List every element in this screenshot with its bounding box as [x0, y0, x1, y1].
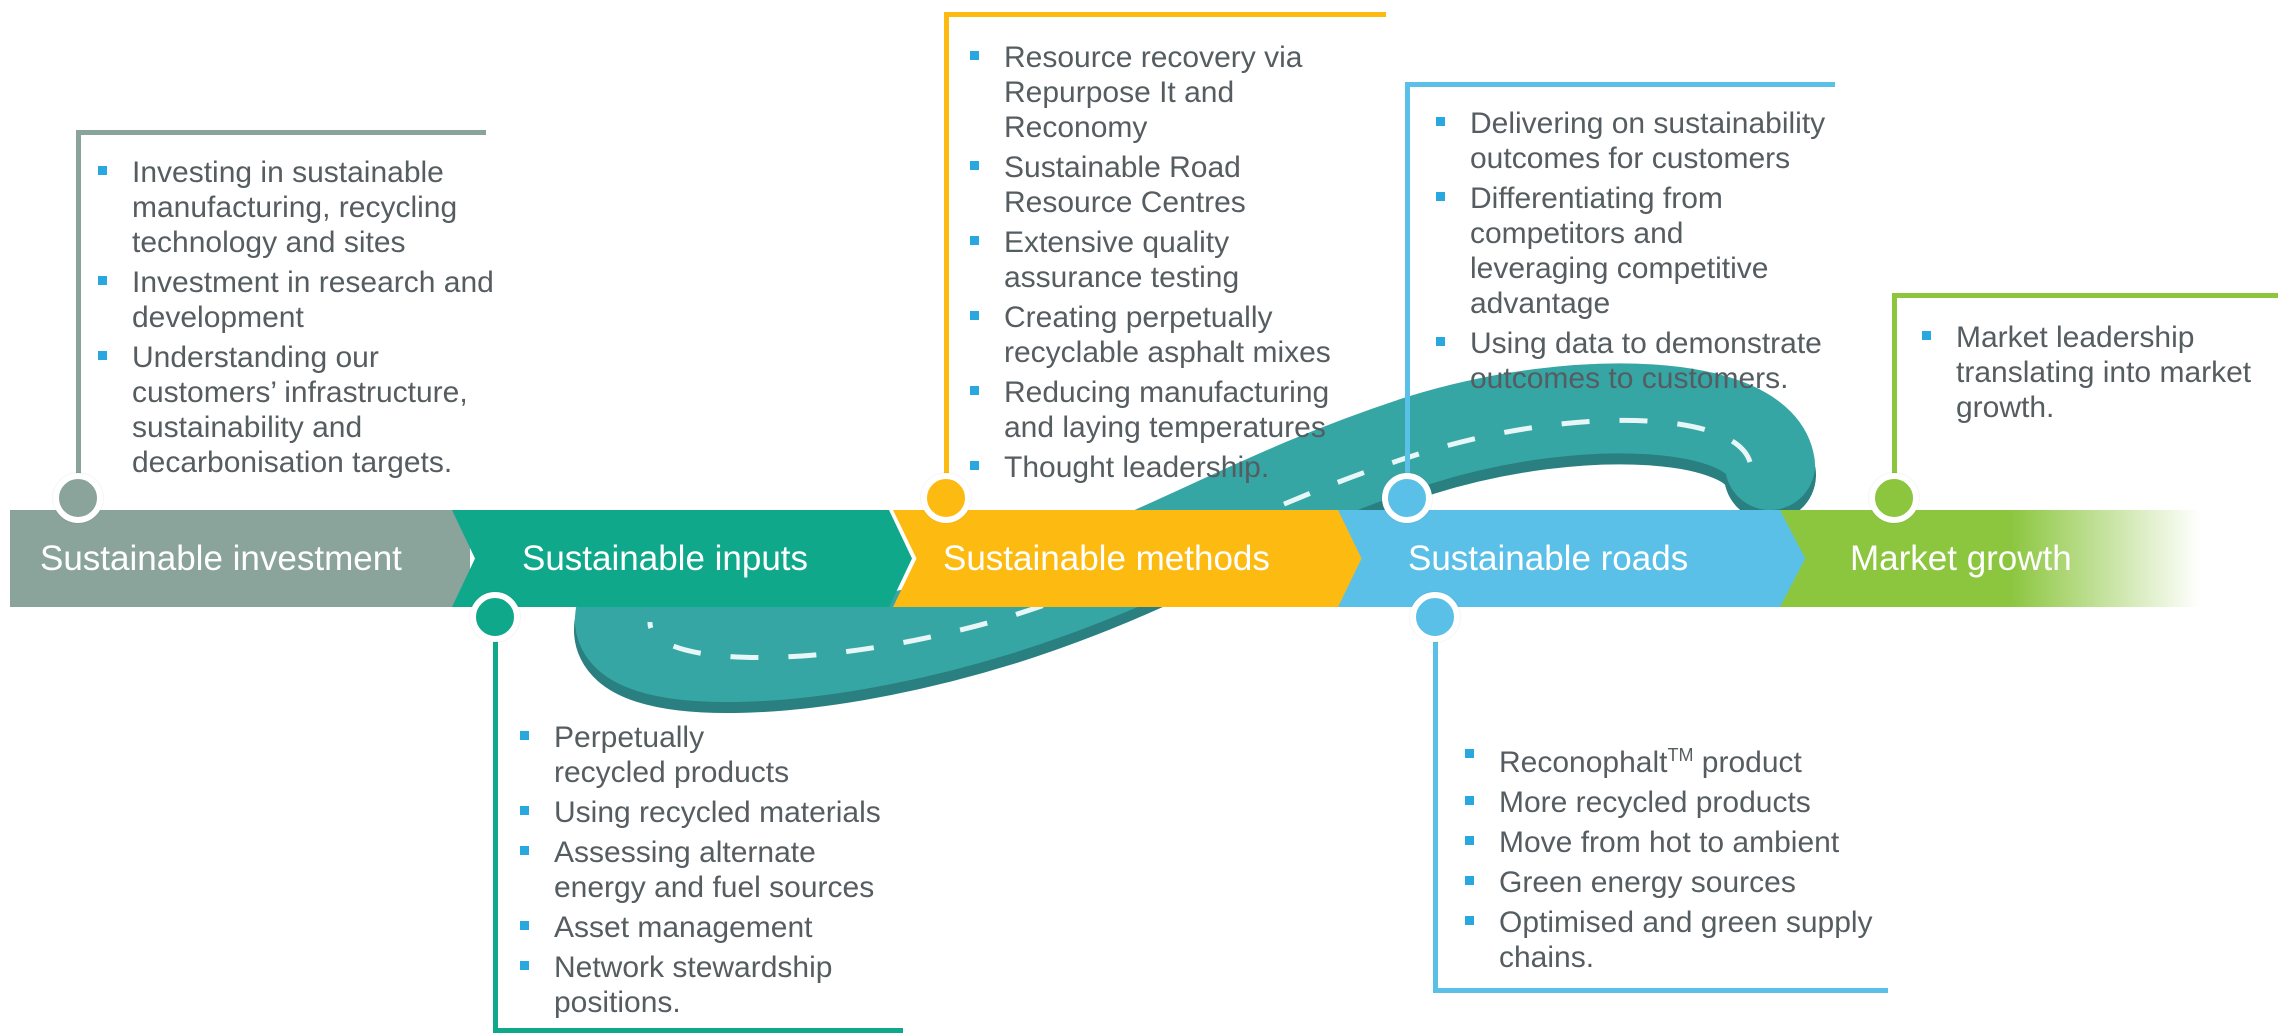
list-item: Sustainable Road Resource Centres	[970, 150, 1370, 220]
list-item: Understanding our customers’ infrastruct…	[98, 340, 498, 480]
node-dot-inputs	[470, 592, 520, 642]
list-item: More recycled products	[1465, 785, 1905, 820]
stage-band-growth	[1780, 510, 2200, 607]
bullet-square-icon	[98, 351, 107, 360]
bullet-square-icon	[1436, 337, 1445, 346]
list-item: Investment in research and development	[98, 265, 498, 335]
bullet-square-icon	[1436, 192, 1445, 201]
bullet-square-icon	[970, 311, 979, 320]
stage-label-growth: Market growth	[1850, 539, 2072, 578]
connector-growth	[1892, 293, 1897, 490]
node-dot-roads-top	[1382, 473, 1432, 523]
bullet-square-icon	[970, 461, 979, 470]
list-item: Perpetually recycled products	[520, 720, 910, 790]
list-item: Delivering on sustainability outcomes fo…	[1436, 106, 1856, 176]
node-dot-roads-bottom	[1410, 592, 1460, 642]
list-item: Using recycled materials	[520, 795, 910, 830]
bullet-square-icon	[970, 161, 979, 170]
stage-label-roads: Sustainable roads	[1408, 539, 1689, 578]
connector-inputs-bottom	[493, 1028, 903, 1033]
list-item: Resource recovery via Repurpose It and R…	[970, 40, 1370, 145]
connector-roads-top	[1405, 82, 1410, 490]
connector-growth-top	[1892, 293, 2278, 298]
stage-band-investment	[10, 510, 470, 607]
bullet-square-icon	[970, 386, 979, 395]
connector-roads-bottom	[1433, 630, 1438, 990]
trademark-mark: TM	[1667, 745, 1694, 765]
bullet-square-icon	[520, 806, 529, 815]
growth-bullet-list: Market leadership translating into marke…	[1922, 320, 2272, 430]
inputs-bullet-list: Perpetually recycled products Using recy…	[520, 720, 910, 1025]
list-item: ReconophaltTM product	[1465, 738, 1905, 780]
investment-bullet-list: Investing in sustainable manufacturing, …	[98, 155, 498, 485]
bullet-square-icon	[1465, 836, 1474, 845]
bullet-square-icon	[1465, 796, 1474, 805]
stage-band-inputs	[452, 510, 912, 607]
bullet-square-icon	[520, 846, 529, 855]
bullet-square-icon	[98, 276, 107, 285]
list-item: Assessing alternate energy and fuel sour…	[520, 835, 910, 905]
list-item: Green energy sources	[1465, 865, 1905, 900]
list-item: Extensive quality assurance testing	[970, 225, 1370, 295]
list-item: Differentiating from competitors and lev…	[1436, 181, 1856, 321]
stage-band-roads	[1338, 510, 1808, 607]
bullet-square-icon	[970, 51, 979, 60]
bullet-square-icon	[1465, 916, 1474, 925]
connector-investment-top	[76, 130, 486, 135]
list-item: Asset management	[520, 910, 910, 945]
connector-investment	[76, 130, 81, 490]
bullet-square-icon	[520, 921, 529, 930]
bullet-square-icon	[520, 731, 529, 740]
list-item: Creating perpetually recyclable asphalt …	[970, 300, 1370, 370]
methods-bullet-list: Resource recovery via Repurpose It and R…	[970, 40, 1370, 490]
list-item: Using data to demonstrate outcomes to cu…	[1436, 326, 1856, 396]
bullet-square-icon	[98, 166, 107, 175]
node-dot-investment	[53, 473, 103, 523]
node-dot-growth	[1869, 473, 1919, 523]
bullet-square-icon	[970, 236, 979, 245]
stage-label-inputs: Sustainable inputs	[522, 539, 809, 578]
list-item: Market leadership translating into marke…	[1922, 320, 2272, 425]
connector-roads-top-line	[1405, 82, 1835, 87]
list-item: Investing in sustainable manufacturing, …	[98, 155, 498, 260]
bullet-square-icon	[1922, 331, 1931, 340]
stage-band-methods	[893, 510, 1363, 607]
list-item: Thought leadership.	[970, 450, 1370, 485]
connector-methods-top	[944, 12, 1386, 17]
list-item: Move from hot to ambient	[1465, 825, 1905, 860]
list-item: Reducing manufacturing and laying temper…	[970, 375, 1370, 445]
list-item: Network stewardship positions.	[520, 950, 910, 1020]
connector-roads-bottom-line	[1433, 988, 1888, 993]
roads-bottom-bullet-list: ReconophaltTM product More recycled prod…	[1465, 738, 1905, 980]
stage-label-investment: Sustainable investment	[40, 539, 402, 578]
roads-top-bullet-list: Delivering on sustainability outcomes fo…	[1436, 106, 1856, 401]
connector-inputs	[493, 630, 498, 1033]
bullet-square-icon	[1436, 117, 1445, 126]
connector-methods	[944, 12, 949, 490]
stage-label-methods: Sustainable methods	[943, 539, 1270, 578]
list-item: Optimised and green supply chains.	[1465, 905, 1905, 975]
bullet-square-icon	[1465, 876, 1474, 885]
node-dot-methods	[921, 473, 971, 523]
bullet-square-icon	[1465, 749, 1474, 758]
bullet-square-icon	[520, 961, 529, 970]
